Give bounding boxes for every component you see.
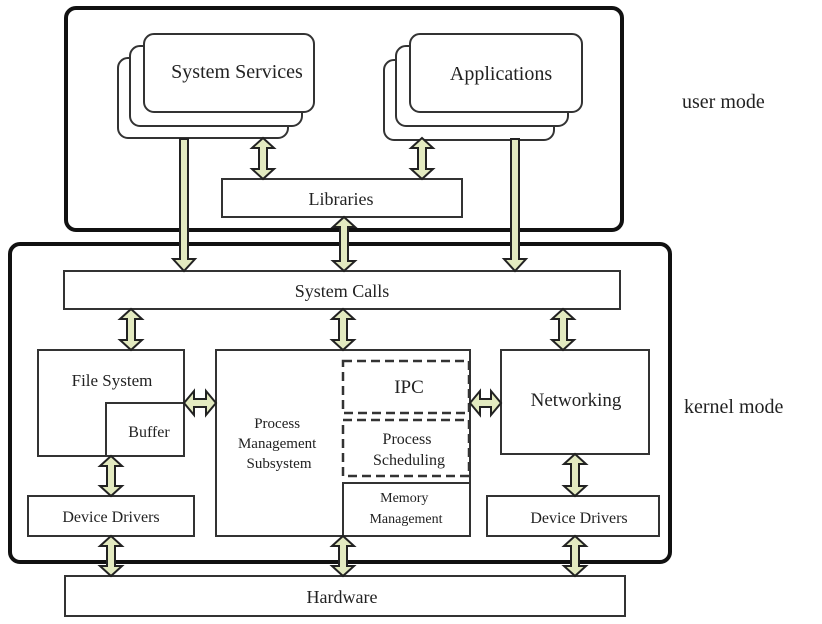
arrow-memory-management-hardware <box>329 534 357 578</box>
arrow-libraries-system-calls <box>330 215 358 273</box>
system-calls-box <box>63 270 621 310</box>
arrow-device-drivers-right-hardware <box>561 534 589 578</box>
device-drivers-left-box <box>27 495 195 537</box>
system-services-stack: System Services <box>117 33 315 139</box>
arrow-system-calls-networking <box>549 307 577 352</box>
applications-label: Applications <box>450 63 552 85</box>
process-scheduling-line-1: Process <box>383 431 432 448</box>
networking-box <box>500 349 650 455</box>
memory-management-line-1: Memory <box>380 491 428 506</box>
applications-card-front <box>409 33 583 113</box>
system-services-card-front <box>143 33 315 113</box>
arrow-system-services-libraries <box>249 136 277 181</box>
arrows-layer <box>97 136 589 578</box>
process-management-line-3: Subsystem <box>246 456 311 472</box>
applications-stack: Applications <box>383 33 583 141</box>
arrow-applications-libraries <box>408 136 436 181</box>
hardware-label: Hardware <box>307 587 378 607</box>
libraries-box <box>221 178 463 218</box>
process-scheduling-label: Process Scheduling <box>373 431 445 469</box>
memory-management-box <box>342 482 471 537</box>
networking-label: Networking <box>531 390 622 411</box>
arrow-system-services-to-system-calls <box>170 138 198 273</box>
device-drivers-right-label: Device Drivers <box>530 510 627 527</box>
arrow-file-system-device-drivers <box>97 454 125 498</box>
kernel-mode-label: kernel mode <box>684 396 784 418</box>
buffer-label: Buffer <box>128 424 170 441</box>
process-management-label: Process Management Subsystem <box>238 416 320 472</box>
libraries-label: Libraries <box>309 189 374 209</box>
process-scheduling-box <box>341 418 471 478</box>
memory-management-label: Memory Management <box>369 491 442 527</box>
ipc-box <box>341 359 471 415</box>
system-services-label: System Services <box>171 61 303 83</box>
file-system-label: File System <box>72 371 153 390</box>
ipc-label: IPC <box>394 377 424 398</box>
system-calls-label: System Calls <box>295 281 390 301</box>
process-scheduling-line-2: Scheduling <box>373 452 445 469</box>
memory-management-line-2: Management <box>369 512 442 527</box>
arrow-applications-to-system-calls <box>501 138 529 273</box>
device-drivers-left-label: Device Drivers <box>62 509 159 526</box>
buffer-box <box>105 402 185 457</box>
arrow-device-drivers-left-hardware <box>97 534 125 578</box>
user-mode-label: user mode <box>682 91 765 113</box>
arrow-buffer-process-management <box>182 388 218 418</box>
arrow-system-calls-file-system <box>117 307 145 352</box>
process-management-line-1: Process <box>254 416 300 432</box>
process-management-line-2: Management <box>238 436 317 452</box>
arrow-system-calls-process-management <box>329 307 357 352</box>
hardware-box <box>64 575 626 617</box>
device-drivers-right-box <box>486 495 660 537</box>
arrow-networking-device-drivers <box>561 452 589 498</box>
arrow-ipc-networking <box>468 388 503 418</box>
